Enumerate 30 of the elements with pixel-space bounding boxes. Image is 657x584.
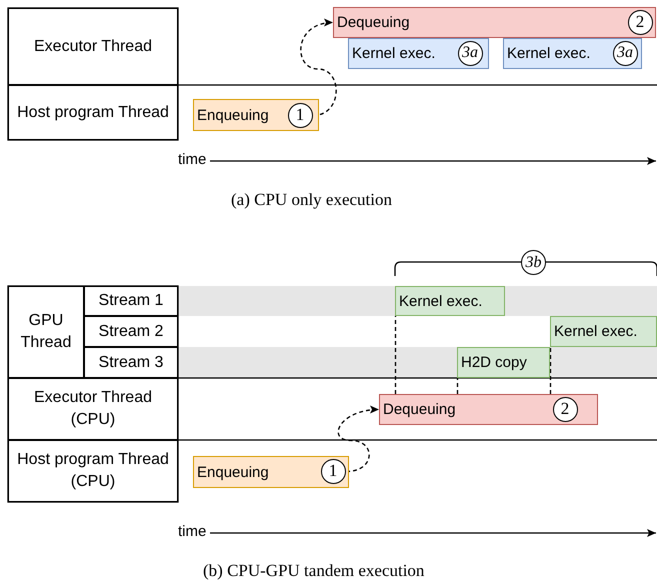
figure-caption: (b) CPU-GPU tandem execution [203, 561, 424, 581]
step-number-circle: 2 [628, 10, 652, 34]
step-number-circle: 2 [552, 396, 578, 422]
figure-caption: (a) CPU only execution [231, 190, 392, 210]
connector-arrow [300, 19, 337, 116]
task-bar: Dequeuing 2 [379, 394, 598, 425]
step-number-circle: 1 [288, 102, 312, 128]
step-number-circle: 3a [458, 40, 482, 66]
row-label-cell: GPU Thread [8, 286, 84, 378]
step-number-circle: 3a [612, 40, 638, 66]
row-label-cell: Host program Thread [8, 85, 178, 140]
task-bar: Kernel exec. 3a [503, 38, 642, 69]
step-number-circle: 3b [521, 250, 546, 275]
task-bar: Kernel exec. [550, 316, 657, 347]
row-label-cell: Stream 1 [84, 286, 178, 316]
task-bar: Enqueuing 1 [193, 99, 319, 131]
task-bar: H2D copy [457, 347, 550, 378]
step-number-circle: 1 [320, 458, 346, 484]
task-bar: Dequeuing 2 [333, 7, 656, 38]
axis-label: time [178, 523, 206, 540]
row-label-cell: Executor Thread [8, 8, 178, 85]
row-label-cell: Host program Thread (CPU) [8, 440, 178, 502]
task-bar: Kernel exec. 3a [348, 38, 489, 69]
task-bar: Kernel exec. [395, 286, 505, 316]
axis-label: time [178, 151, 206, 168]
row-label-cell: Stream 2 [84, 316, 178, 347]
row-label-cell: Stream 3 [84, 347, 178, 378]
task-bar: Enqueuing 1 [193, 456, 349, 488]
connector-arrow [338, 406, 380, 472]
row-label-cell: Executor Thread (CPU) [8, 378, 178, 440]
